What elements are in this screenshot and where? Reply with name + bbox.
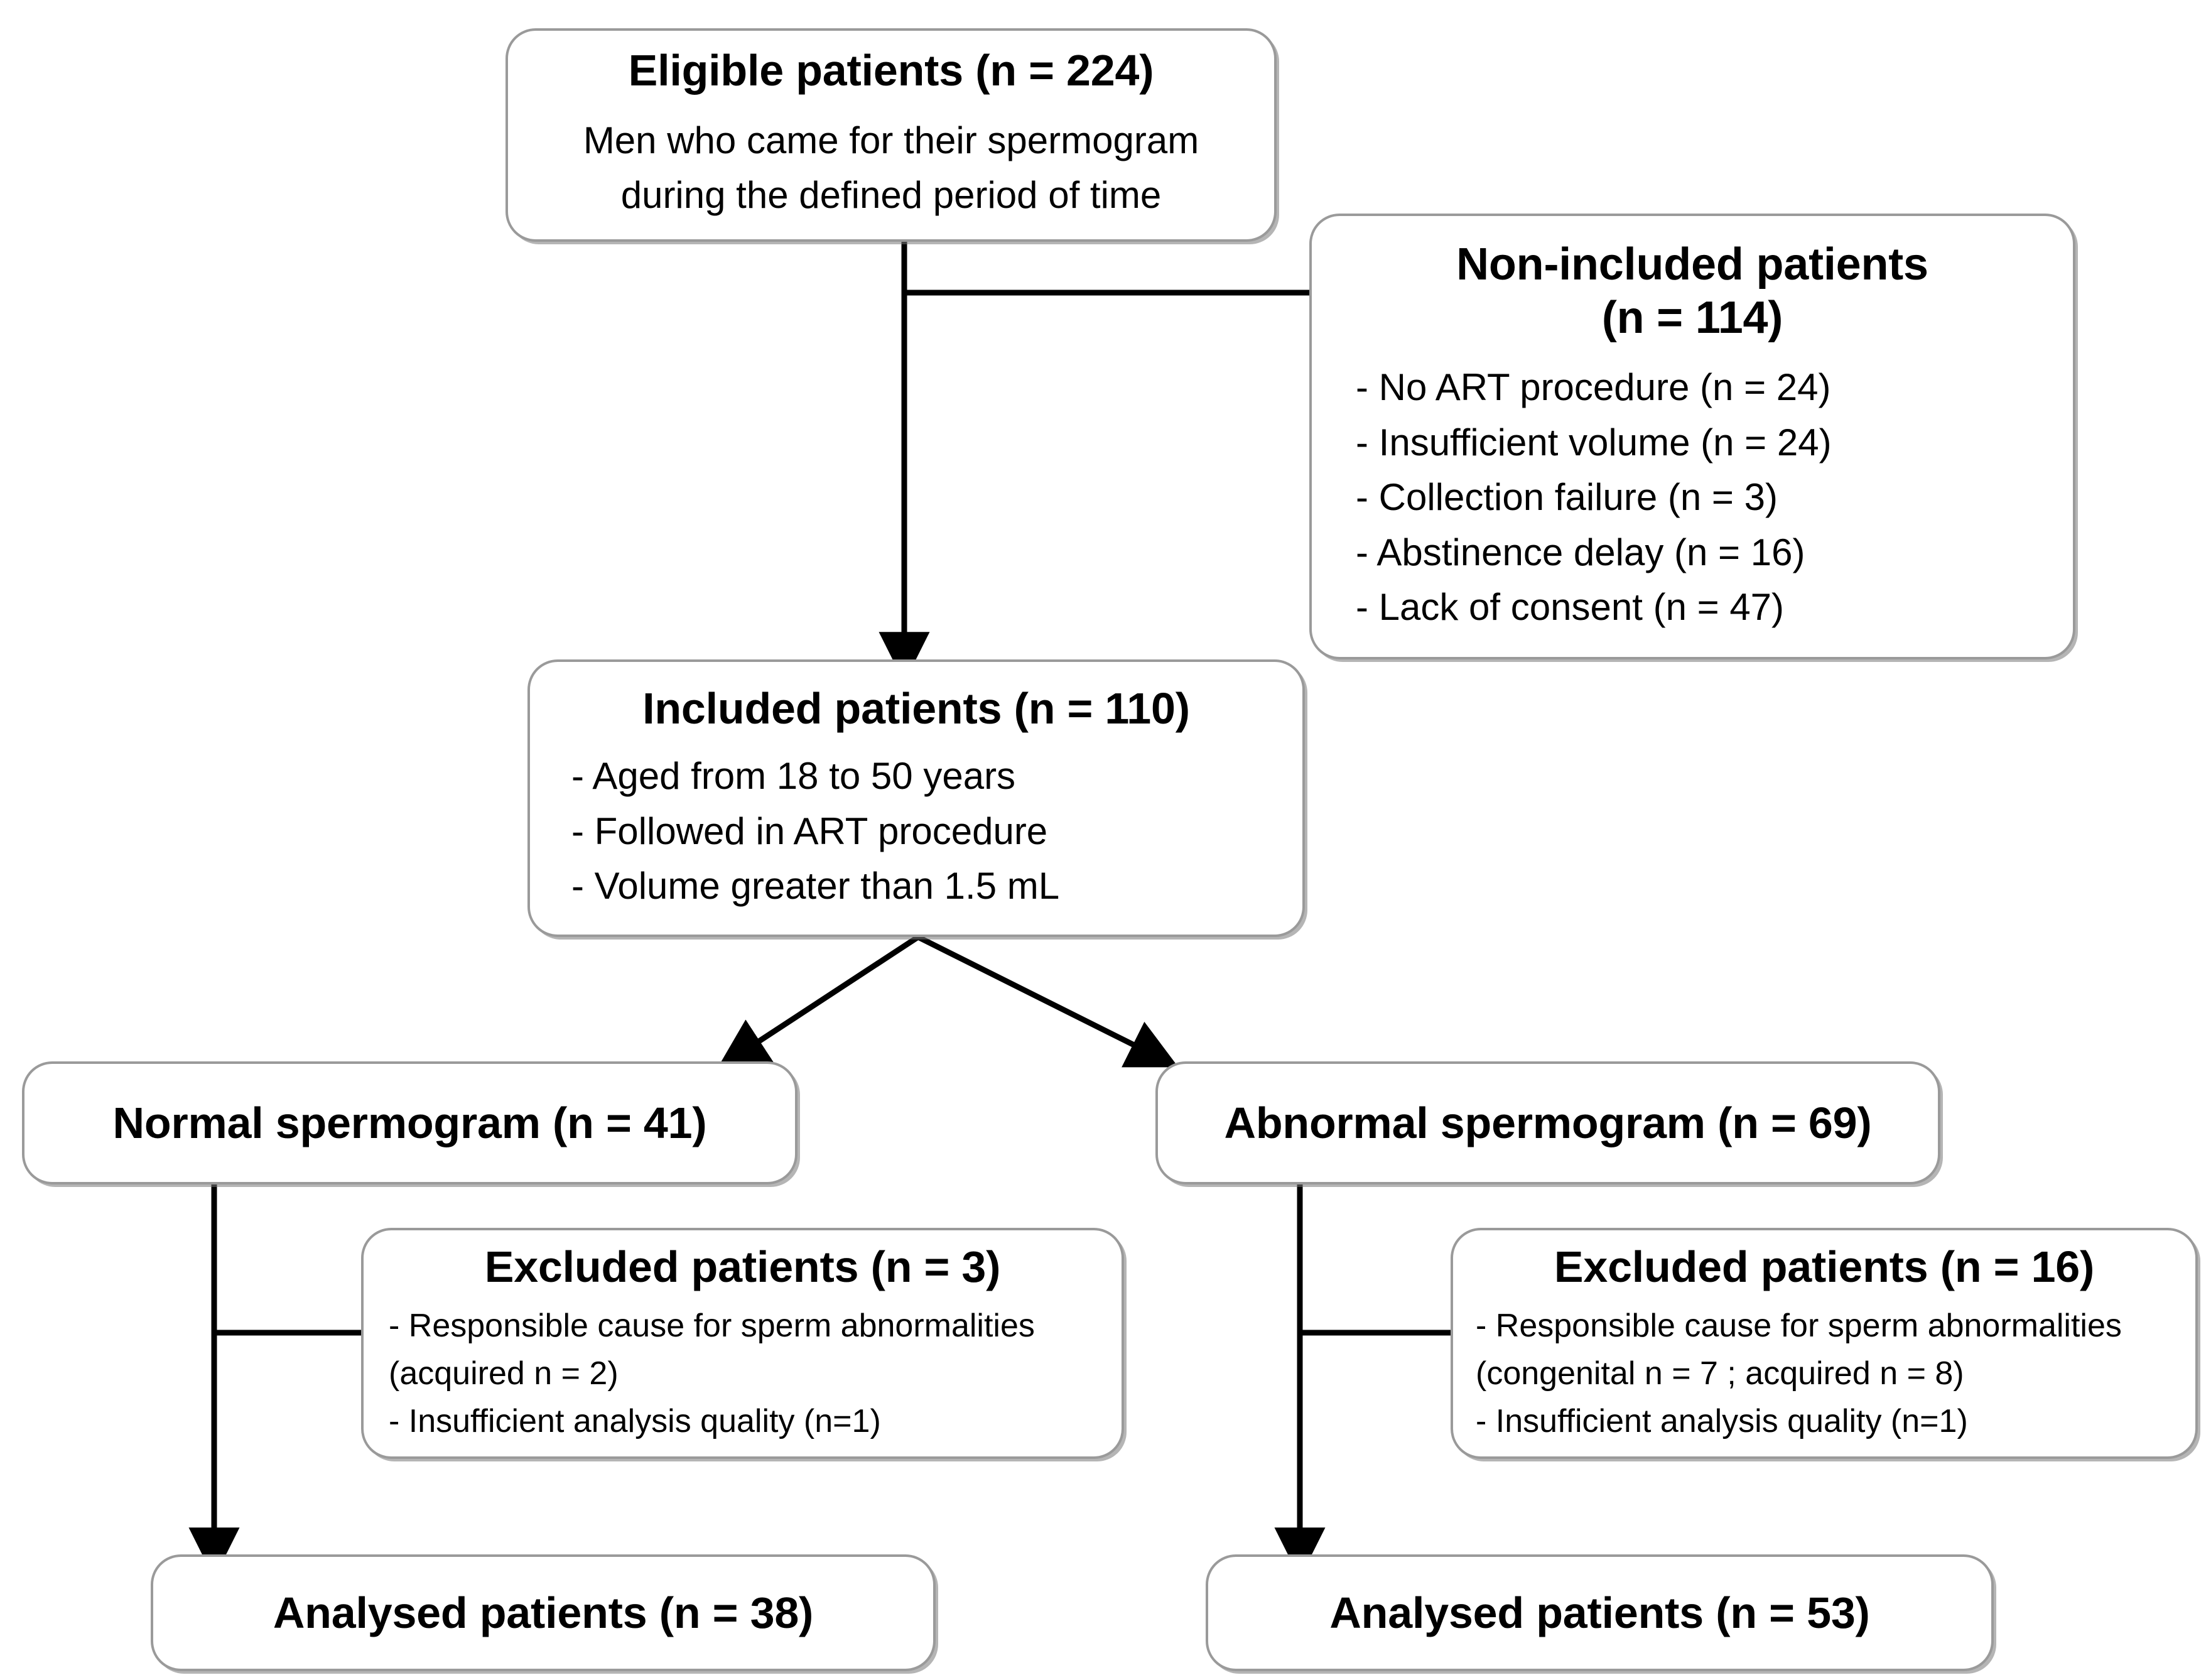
node-eligible-patients-body: Men who came for their spermogram during… [533, 113, 1249, 223]
node-included-patients-line-1: - Aged from 18 to 50 years [571, 754, 1016, 797]
node-non-included-patients-line-5: - Lack of consent (n = 47) [1356, 586, 1785, 629]
node-abnormal-spermogram: Abnormal spermogram (n = 69) [1155, 1061, 1940, 1184]
connector-included-to-abnormal [916, 934, 1179, 1068]
node-eligible-patients: Eligible patients (n = 224) Men who came… [506, 28, 1277, 242]
node-normal-spermogram-title: Normal spermogram (n = 41) [112, 1098, 707, 1147]
node-non-included-patients-body: - No ART procedure (n = 24) - Insufficie… [1339, 360, 2045, 635]
node-included-patients: Included patients (n = 110) - Aged from … [527, 659, 1305, 937]
node-included-patients-body: - Aged from 18 to 50 years - Followed in… [563, 749, 1270, 914]
node-excluded-patients-abnormal-line-3: - Insufficient analysis quality (n=1) [1476, 1403, 1968, 1440]
node-eligible-patients-line-2: during the defined period of time [620, 174, 1162, 217]
connector-included-to-normal [716, 935, 920, 1069]
node-non-included-patients-title-line-1: Non-included patients [1456, 239, 1928, 290]
node-excluded-patients-normal-title: Excluded patients (n = 3) [484, 1242, 1001, 1291]
node-analysed-patients-abnormal: Analysed patients (n = 53) [1206, 1554, 1994, 1671]
node-non-included-patients-title: Non-included patients (n = 114) [1339, 238, 2045, 345]
node-non-included-patients-line-4: - Abstinence delay (n = 16) [1356, 531, 1805, 573]
node-non-included-patients-title-line-2: (n = 114) [1601, 293, 1783, 344]
node-excluded-patients-normal-line-2: (acquired n = 2) [389, 1355, 619, 1392]
node-non-included-patients-line-2: - Insufficient volume (n = 24) [1356, 421, 1832, 463]
node-excluded-patients-abnormal: Excluded patients (n = 16) - Responsible… [1451, 1228, 2198, 1459]
node-eligible-patients-title: Eligible patients (n = 224) [628, 46, 1154, 95]
node-non-included-patients: Non-included patients (n = 114) - No ART… [1309, 214, 2075, 659]
node-included-patients-title: Included patients (n = 110) [642, 684, 1190, 734]
node-excluded-patients-abnormal-line-2: (congenital n = 7 ; acquired n = 8) [1476, 1355, 1964, 1392]
node-excluded-patients-abnormal-title: Excluded patients (n = 16) [1554, 1242, 2095, 1291]
node-excluded-patients-abnormal-body: - Responsible cause for sperm abnormalit… [1476, 1303, 2173, 1446]
node-eligible-patients-line-1: Men who came for their spermogram [583, 119, 1199, 161]
node-abnormal-spermogram-title: Abnormal spermogram (n = 69) [1224, 1098, 1872, 1147]
node-analysed-patients-normal-title: Analysed patients (n = 38) [273, 1588, 814, 1637]
node-non-included-patients-line-1: - No ART procedure (n = 24) [1356, 366, 1831, 408]
node-analysed-patients-normal: Analysed patients (n = 38) [151, 1554, 936, 1671]
node-excluded-patients-normal-body: - Responsible cause for sperm abnormalit… [389, 1303, 1096, 1446]
node-excluded-patients-abnormal-line-1: - Responsible cause for sperm abnormalit… [1476, 1308, 2122, 1345]
node-included-patients-line-2: - Followed in ART procedure [571, 810, 1048, 852]
node-normal-spermogram: Normal spermogram (n = 41) [22, 1061, 798, 1184]
node-analysed-patients-abnormal-title: Analysed patients (n = 53) [1329, 1588, 1870, 1637]
node-excluded-patients-normal-line-1: - Responsible cause for sperm abnormalit… [389, 1308, 1035, 1345]
node-included-patients-line-3: - Volume greater than 1.5 mL [571, 865, 1060, 908]
node-non-included-patients-line-3: - Collection failure (n = 3) [1356, 476, 1778, 519]
node-excluded-patients-normal: Excluded patients (n = 3) - Responsible … [361, 1228, 1124, 1459]
node-excluded-patients-normal-line-3: - Insufficient analysis quality (n=1) [389, 1403, 881, 1440]
